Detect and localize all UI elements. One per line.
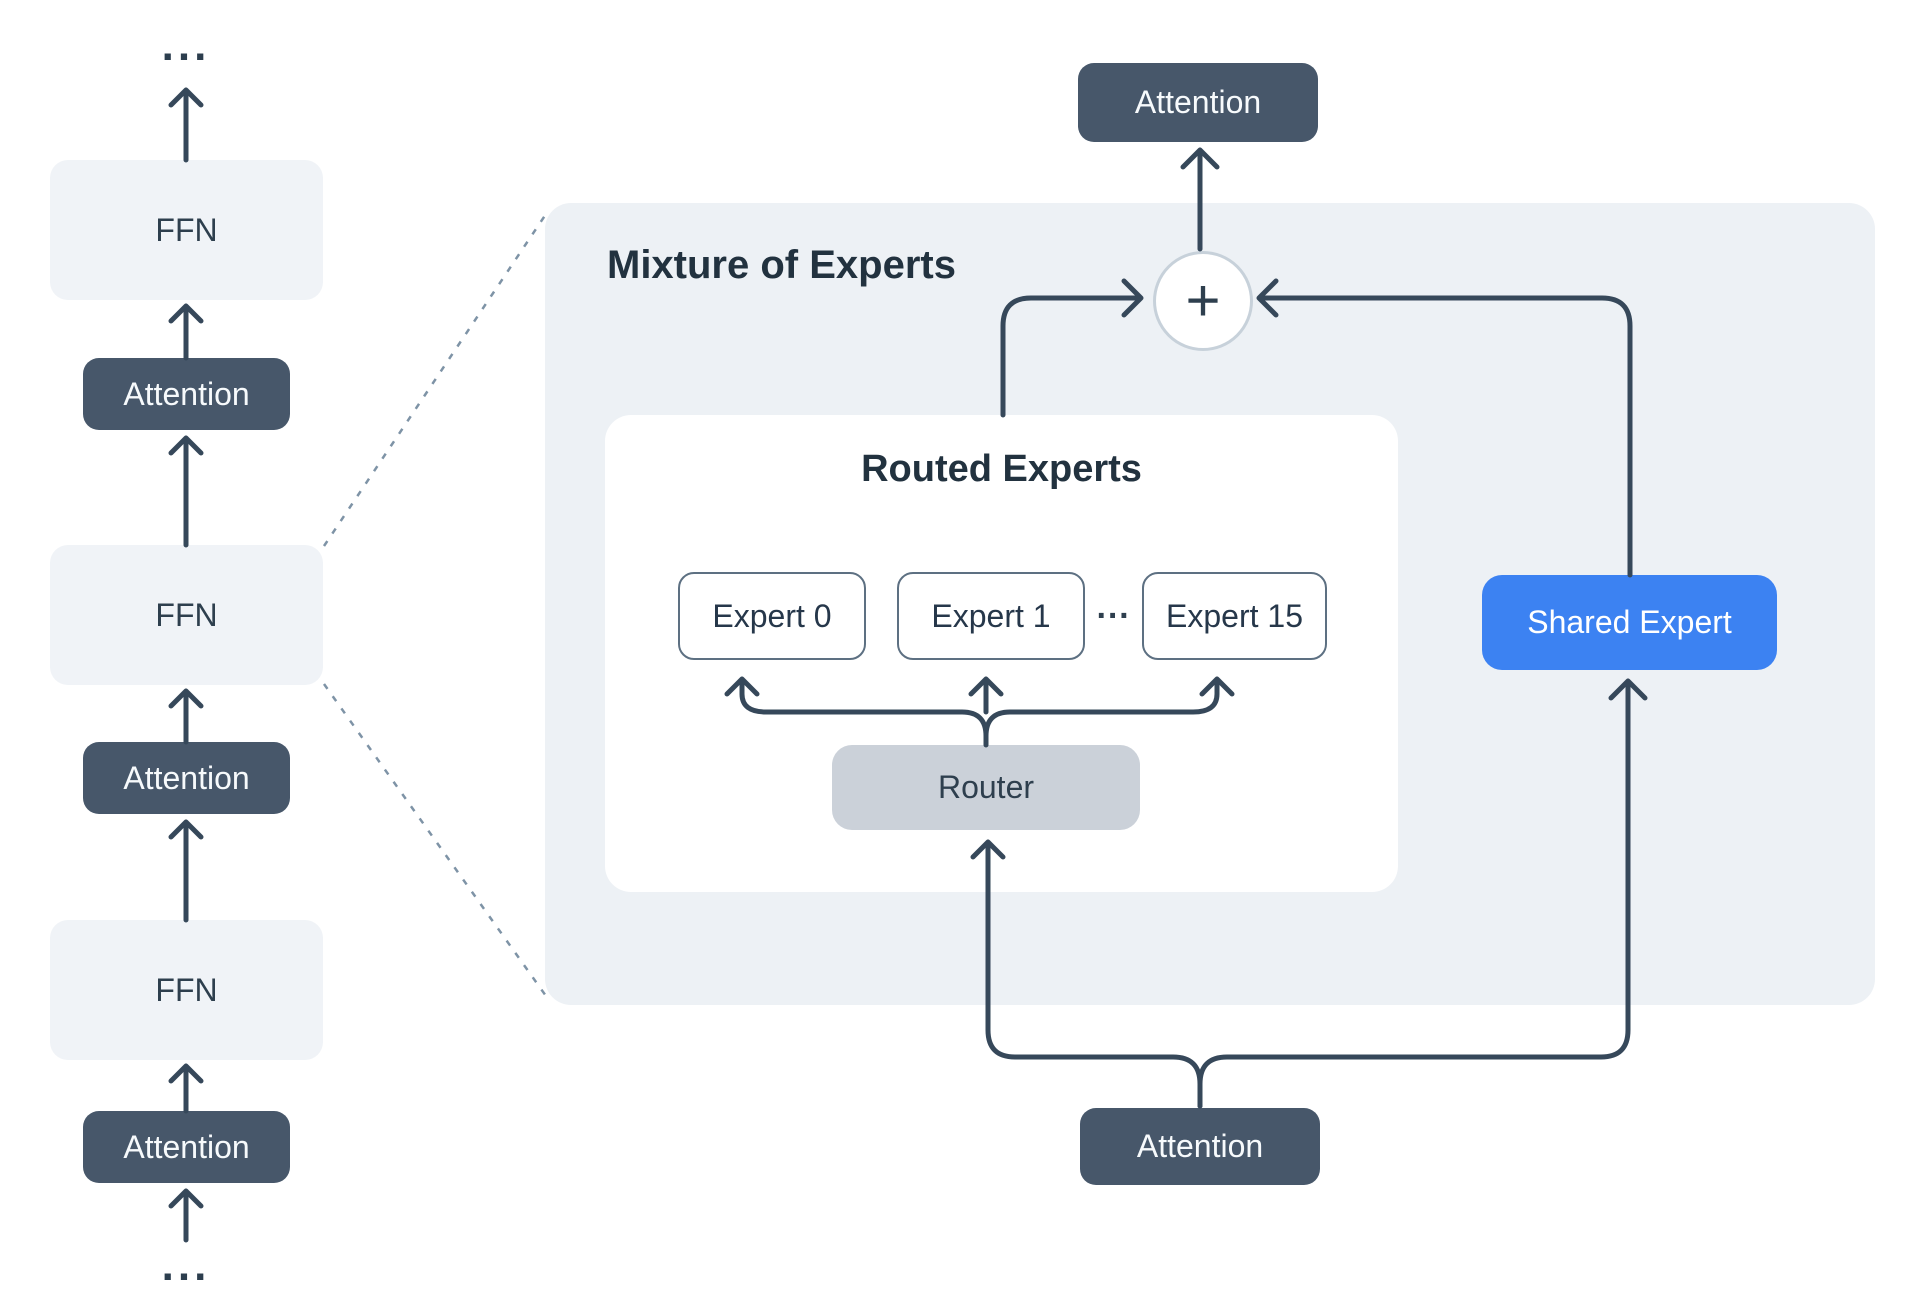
attention-block-bottom: Attention: [83, 1111, 290, 1183]
arrow-up-icon: [168, 435, 204, 548]
ellipsis-bottom: ...: [161, 1241, 211, 1290]
moe-panel-title: Mixture of Experts: [607, 243, 956, 287]
routed-experts-title: Routed Experts: [861, 448, 1142, 490]
ffn-block-top: FFN: [50, 160, 323, 300]
arrow-up-icon: [168, 1063, 204, 1114]
expert-1-box: Expert 1: [897, 572, 1085, 660]
moe-attention-bottom: Attention: [1080, 1108, 1320, 1185]
sum-circle: +: [1153, 251, 1253, 351]
router-box: Router: [832, 745, 1140, 830]
ellipsis-top: ...: [161, 21, 211, 70]
arrow-up-icon: [168, 303, 204, 361]
arrow-up-icon: [168, 819, 204, 923]
arrow-up-icon: [168, 1188, 204, 1243]
ffn-block-middle: FFN: [50, 545, 323, 685]
arrow-up-icon: [168, 688, 204, 745]
dotted-guide-bottom: [322, 683, 548, 997]
ffn-block-bottom: FFN: [50, 920, 323, 1060]
dotted-guide-top: [322, 213, 548, 547]
experts-ellipsis: ···: [1096, 596, 1131, 635]
arrow-up-icon: [168, 87, 204, 163]
expert-0-box: Expert 0: [678, 572, 866, 660]
moe-attention-top: Attention: [1078, 63, 1318, 142]
shared-expert-box: Shared Expert: [1482, 575, 1777, 670]
expert-15-box: Expert 15: [1142, 572, 1327, 660]
attention-block-top: Attention: [83, 358, 290, 430]
attention-block-middle: Attention: [83, 742, 290, 814]
